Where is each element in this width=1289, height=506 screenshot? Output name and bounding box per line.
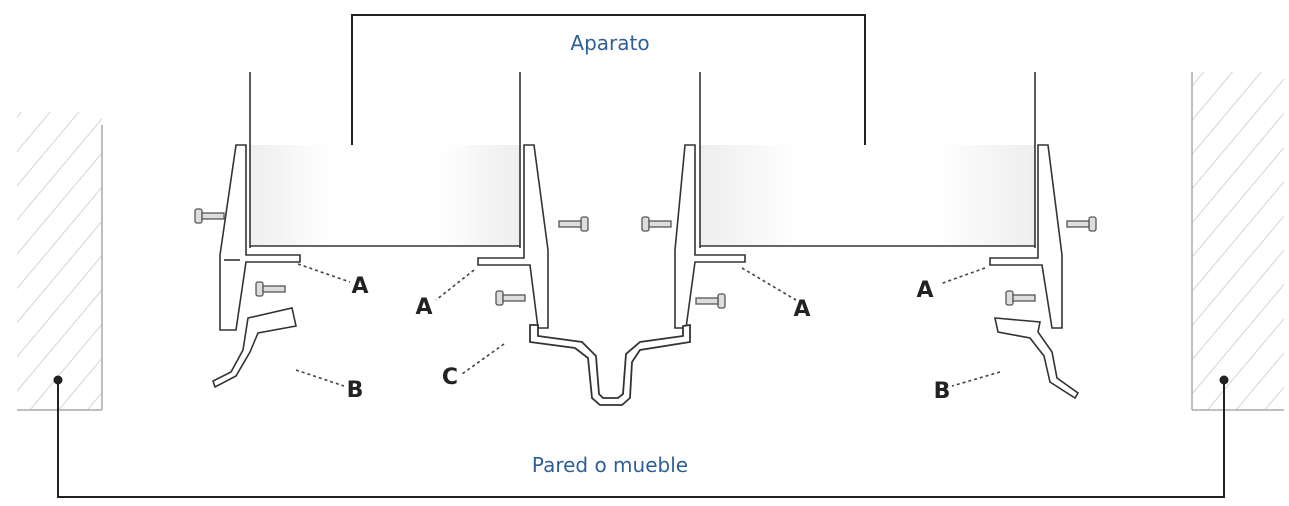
wall-bracket — [53, 375, 1229, 498]
part-a-label-2: A — [415, 295, 432, 320]
clip-b-left — [212, 307, 297, 389]
clip-b-right — [993, 317, 1080, 400]
part-a-label-1: A — [351, 274, 368, 299]
wall-right — [1191, 72, 1284, 411]
wall-left — [17, 112, 103, 411]
part-a-label-4: A — [916, 278, 933, 303]
appliance-right — [699, 72, 1036, 248]
appliance-label: Aparato — [570, 31, 649, 55]
part-b-label-1: B — [347, 378, 364, 403]
joint-c — [529, 323, 691, 406]
screws — [194, 208, 1097, 309]
part-b-label-2: B — [934, 379, 951, 404]
leader-lines — [295, 263, 1001, 387]
part-c-label: C — [442, 365, 458, 390]
appliance-left — [249, 72, 521, 248]
side-panels — [219, 144, 1063, 331]
part-a-label-3: A — [793, 297, 810, 322]
wall-label: Pared o mueble — [532, 453, 688, 477]
